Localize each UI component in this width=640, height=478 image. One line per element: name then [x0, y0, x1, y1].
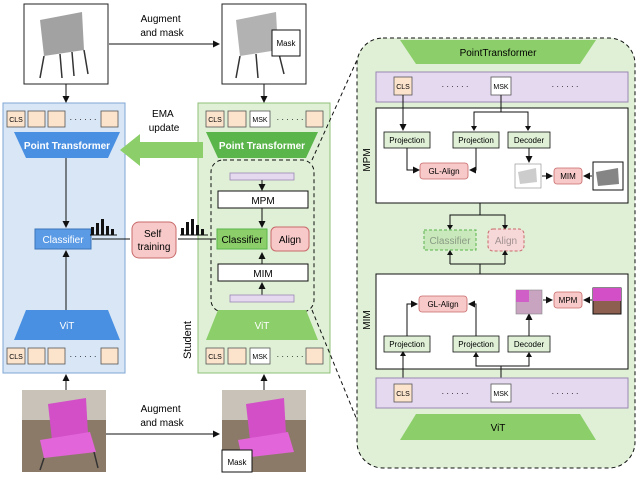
svg-text:· · · · · ·: · · · · · ·	[551, 82, 578, 91]
detail-mim-gl-align	[418, 295, 468, 313]
top-mask-label: Mask	[276, 39, 296, 48]
teacher-token-dots: · · · · · ·	[69, 115, 96, 124]
detail-vit-label: ViT	[491, 423, 506, 434]
detail-mpm-side-label: MPM	[362, 148, 373, 171]
teacher-point-transformer-label: Point Transformer	[24, 141, 110, 152]
svg-text:Projection: Projection	[389, 136, 425, 145]
student-feature-bar-top	[229, 172, 295, 181]
svg-text:MSK: MSK	[252, 354, 268, 361]
student-msk-token: MSK	[252, 117, 268, 124]
teacher-cls-token: CLS	[9, 117, 23, 124]
bottom-mask-label: Mask	[227, 458, 247, 467]
detail-bottom-msk: MSK	[493, 391, 509, 398]
svg-text:CLS: CLS	[208, 117, 222, 124]
input-point-cloud-image	[23, 3, 109, 85]
detail-top-msk: MSK	[493, 84, 509, 91]
svg-text:· · · · · ·: · · · · · ·	[551, 389, 578, 398]
svg-text:Decoder: Decoder	[514, 136, 545, 145]
teacher-vit-label: ViT	[60, 321, 75, 332]
teacher-vit-block	[14, 310, 120, 340]
self-training-box	[131, 221, 177, 259]
svg-text:Projection: Projection	[458, 136, 494, 145]
detail-vit-block	[400, 414, 596, 440]
svg-text:CLS: CLS	[9, 354, 23, 361]
svg-text:· · · · · ·: · · · · · ·	[69, 352, 96, 361]
student-classifier-box	[216, 228, 268, 250]
student-bottom-token-row: CLS MSK · · · · · ·	[205, 347, 324, 365]
svg-text:· · · · · ·: · · · · · ·	[276, 352, 303, 361]
masked-point-cloud-image: Mask	[221, 3, 307, 85]
top-augment-caption: Augment and mask	[140, 14, 184, 39]
detail-top-cls: CLS	[396, 84, 410, 91]
student-feature-bar-bottom	[229, 294, 295, 303]
teacher-classifier-label: Classifier	[42, 235, 84, 246]
bottom-augment-caption: Augment and mask	[140, 404, 184, 429]
student-token-row: CLS MSK · · · · · ·	[205, 110, 324, 128]
detail-target-image	[592, 287, 622, 315]
detail-align-ghost-label: Align	[495, 236, 517, 247]
student-align-box	[270, 226, 310, 252]
detail-point-transformer-block	[400, 40, 596, 64]
detail-mim-side-label: MIM	[362, 310, 373, 329]
svg-text:· · · · · ·: · · · · · ·	[441, 82, 468, 91]
ema-update-arrow	[120, 134, 203, 166]
student-align-label: Align	[279, 235, 301, 246]
svg-text:Decoder: Decoder	[514, 340, 545, 349]
detail-bottom-token-strip	[375, 377, 629, 409]
detail-align-ghost	[487, 228, 525, 252]
ema-update-label: EMA update	[149, 109, 180, 134]
student-histogram-icon	[180, 219, 208, 236]
svg-text:Projection: Projection	[458, 340, 494, 349]
detail-point-transformer-label: PointTransformer	[460, 48, 538, 59]
detail-mim-section	[375, 273, 629, 370]
input-rgb-image	[22, 390, 106, 472]
detail-target-cloud	[592, 161, 624, 191]
student-classifier-label: Classifier	[221, 235, 263, 246]
teacher-classifier-box	[34, 228, 92, 250]
student-point-transformer-block	[206, 132, 318, 158]
detail-reconstructed-image	[515, 289, 543, 315]
svg-text:Projection: Projection	[389, 340, 425, 349]
svg-text:GL-Align: GL-Align	[428, 167, 459, 176]
detail-mpm-gl-align	[419, 162, 469, 180]
detail-classifier-ghost-label: Classifier	[429, 236, 471, 247]
detail-reconstructed-cloud	[514, 163, 542, 189]
svg-text:CLS: CLS	[208, 354, 222, 361]
student-vit-label: ViT	[255, 321, 270, 332]
self-training-label: Self training	[138, 229, 171, 253]
svg-text:GL-Align: GL-Align	[427, 300, 458, 309]
student-mpm-label: MPM	[251, 196, 274, 207]
detail-mim-box-top	[553, 167, 583, 185]
teacher-point-transformer-block	[14, 132, 120, 158]
svg-text:· · · · · ·: · · · · · ·	[441, 389, 468, 398]
svg-text:MIM: MIM	[560, 172, 576, 181]
student-mim-label: MIM	[253, 269, 272, 280]
svg-text:MPM: MPM	[559, 296, 578, 305]
detail-mpm-section	[375, 107, 629, 204]
detail-bottom-cls: CLS	[396, 391, 410, 398]
student-vit-block	[206, 310, 318, 340]
student-mpm-box	[217, 190, 309, 209]
svg-text:· · · · · ·: · · · · · ·	[276, 115, 303, 124]
student-point-transformer-label: Point Transformer	[219, 141, 305, 152]
detail-mpm-box-bottom	[553, 291, 583, 309]
teacher-bottom-token-row: CLS · · · · · ·	[6, 347, 119, 365]
teacher-token-row: CLS · · · · · ·	[6, 110, 119, 128]
student-mim-box	[217, 263, 309, 282]
student-side-label: Student	[182, 321, 194, 359]
masked-rgb-image: Mask	[221, 390, 306, 473]
detail-mim-projection-1	[383, 335, 431, 353]
histogram-icon	[90, 219, 117, 236]
